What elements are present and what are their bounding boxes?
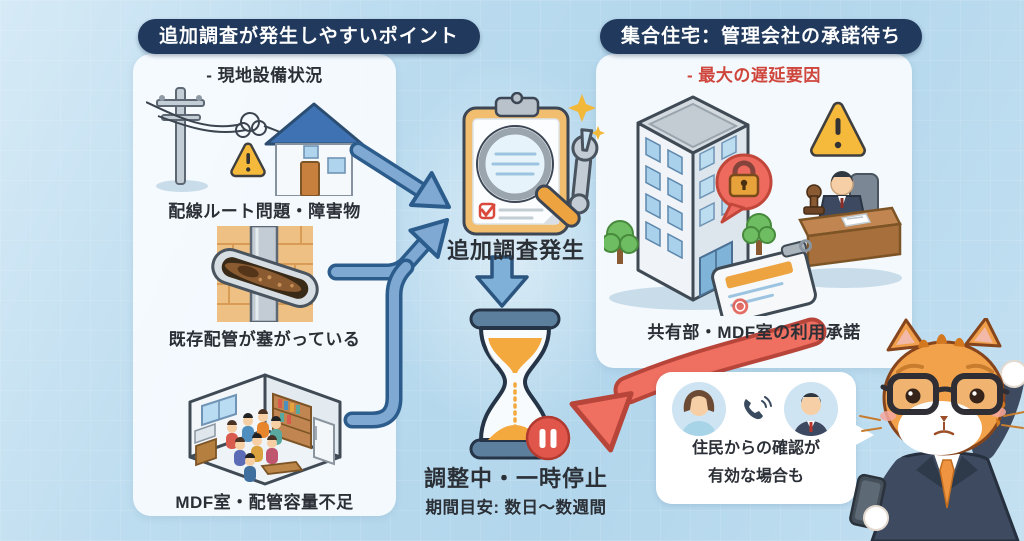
- lock-bubble-icon: [715, 153, 773, 224]
- warning-triangle-icon: [230, 142, 266, 178]
- utility-pole-icon: [156, 87, 205, 185]
- woman-avatar-icon: [672, 382, 726, 436]
- pole-house-obstacle-illustration: [146, 87, 364, 196]
- open-pipe-with-clog-icon: [211, 248, 319, 308]
- cabinet-icon: [313, 416, 335, 466]
- building-approval-illustration: [604, 95, 902, 316]
- crowded-mdf-room-illustration: [188, 373, 342, 486]
- item-label-conduit: 既存配管が塞がっている: [168, 330, 361, 349]
- clipboard-magnifier-icon: [462, 92, 605, 236]
- status-paused-label: 調整中・一時停止: [423, 466, 608, 491]
- man-avatar-icon: [784, 382, 838, 436]
- tree-icon: [742, 213, 776, 255]
- survey-occurs-label: 追加調査発生: [446, 238, 585, 263]
- right-panel-subtitle: - 最大の遅延要因: [687, 66, 821, 85]
- left-panel-subtitle: - 現地設備状況: [206, 66, 323, 85]
- manager-at-desk-icon: [798, 171, 902, 268]
- bubble-text-line2: 有効な場合も: [707, 468, 804, 485]
- bubble-text-line1: 住民からの確認が: [691, 440, 820, 457]
- item-label-mdf-capacity: MDF室・配管容量不足: [175, 493, 354, 512]
- house-icon: [264, 102, 364, 196]
- right-panel-header-badge: 集合住宅：管理会社の承諾待ち: [600, 19, 923, 54]
- resident-confirmation-bubble: 住民からの確認が 有効な場合も: [656, 372, 856, 504]
- sparkle-icon: [568, 94, 596, 122]
- necktie-icon: [939, 459, 955, 509]
- crowd-of-people-icon: [226, 409, 282, 482]
- item-label-wiring: 配線ルート問題・障害物: [168, 202, 361, 221]
- clogged-conduit-illustration: [211, 226, 319, 322]
- hourglass-icon: [469, 308, 571, 461]
- manager-avatar: [784, 382, 838, 436]
- phone-call-icon: [744, 396, 772, 420]
- stamp-icon: [803, 184, 825, 215]
- cat-head: [859, 318, 1024, 456]
- red-seal-icon: [732, 298, 749, 315]
- approval-clipboard-icon: [711, 239, 817, 316]
- pause-icon: [525, 415, 571, 461]
- left-panel-header-badge: 追加調査が発生しやすいポイント: [138, 19, 480, 54]
- duration-estimate-label: 期間目安: 数日〜数週間: [425, 499, 607, 517]
- warning-triangle-icon: [810, 101, 866, 157]
- wrench-icon: [568, 128, 599, 215]
- tree-icon: [604, 220, 639, 264]
- apartment-building-icon: [636, 95, 750, 302]
- worried-business-cat-mascot: [849, 318, 1024, 541]
- resident-avatar: [672, 382, 726, 436]
